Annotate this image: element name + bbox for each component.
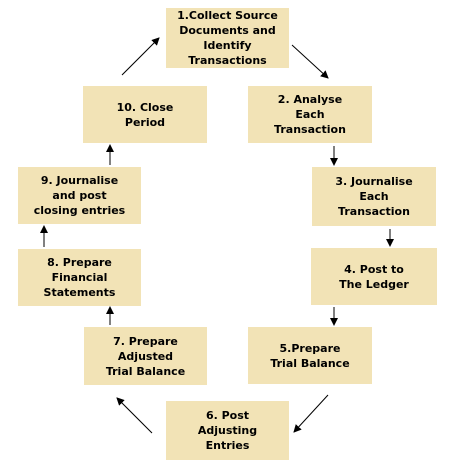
step-box-close-period: 10. Close Period xyxy=(83,86,207,143)
step-box-prepare-trial-balance: 5.Prepare Trial Balance xyxy=(248,327,372,384)
step-box-collect-source-documents: 1.Collect Source Documents and Identify … xyxy=(166,8,289,68)
step-label: 10. Close Period xyxy=(116,100,174,129)
arrow-6-to-7 xyxy=(116,397,153,434)
step-box-journalise-transaction: 3. Journalise Each Transaction xyxy=(312,167,436,226)
step-box-journalise-closing-entries: 9. Journalise and post closing entries xyxy=(18,167,141,224)
step-label: 2. Analyse Each Transaction xyxy=(274,93,346,136)
step-label: 8. Prepare Financial Statements xyxy=(43,256,116,299)
step-label: 1.Collect Source Documents and Identify … xyxy=(177,9,278,67)
step-label: 5.Prepare Trial Balance xyxy=(270,341,350,370)
arrow-1-to-2 xyxy=(291,44,329,79)
step-label: 6. Post Adjusting Entries xyxy=(197,409,258,452)
step-label: 7. Prepare Adjusted Trial Balance xyxy=(105,334,186,378)
step-label: 3. Journalise Each Transaction xyxy=(335,175,413,218)
step-box-post-adjusting-entries: 6. Post Adjusting Entries xyxy=(166,401,289,460)
step-label: 9. Journalise and post closing entries xyxy=(33,174,126,217)
step-box-prepare-adjusted-trial-balance: 7. Prepare Adjusted Trial Balance xyxy=(84,327,207,385)
step-box-prepare-financial-statements: 8. Prepare Financial Statements xyxy=(18,249,141,306)
step-label: 4. Post to The Ledger xyxy=(339,262,409,291)
step-box-analyse-transaction: 2. Analyse Each Transaction xyxy=(248,86,372,143)
arrow-10-to-1 xyxy=(121,37,160,76)
step-box-post-to-ledger: 4. Post to The Ledger xyxy=(311,248,437,305)
arrow-5-to-6 xyxy=(293,394,329,433)
